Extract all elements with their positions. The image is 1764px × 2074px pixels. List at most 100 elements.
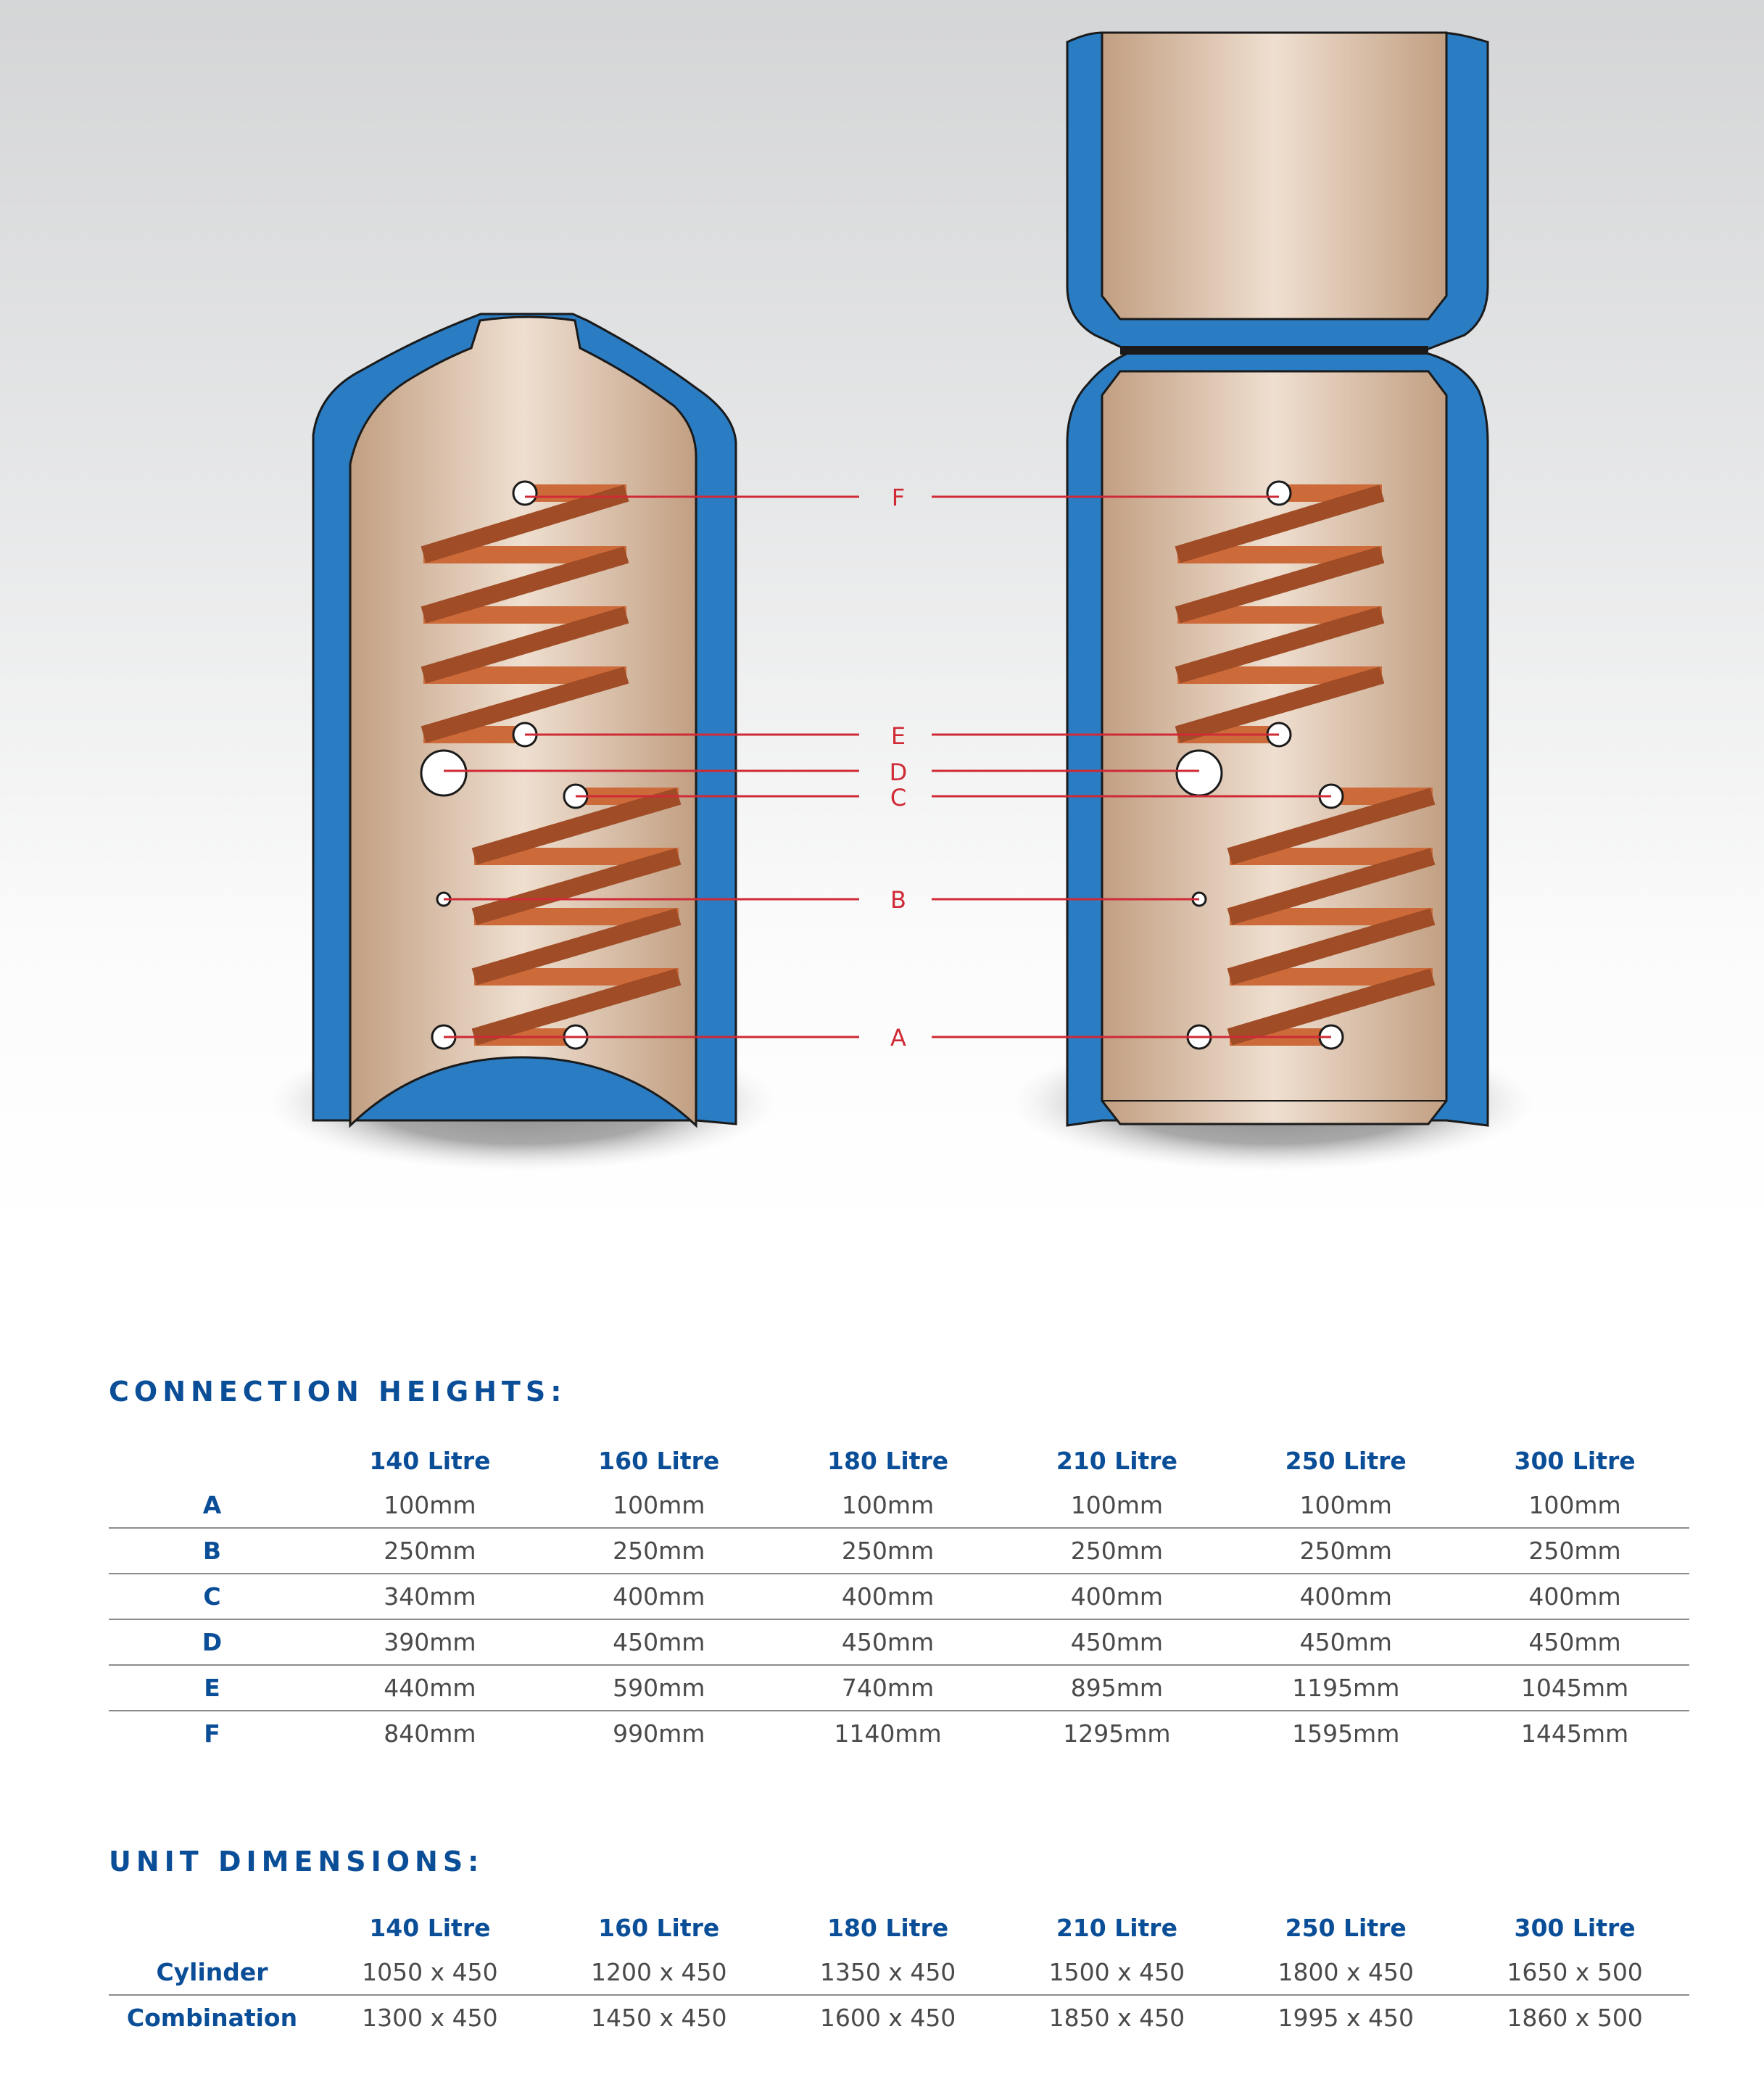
table-row: C 340mm 400mm 400mm 400mm 400mm 400mm: [109, 1573, 1689, 1619]
table-cell: 1445mm: [1460, 1710, 1689, 1756]
row-label: C: [109, 1573, 315, 1619]
table-cell: 1450 x 450: [544, 1994, 774, 2040]
table-cell: 1595mm: [1231, 1710, 1461, 1756]
table-cell: 1600 x 450: [773, 1994, 1003, 2040]
table-cell: 400mm: [544, 1573, 774, 1619]
table-cell: 840mm: [315, 1710, 544, 1756]
connection-heights-title: CONNECTION HEIGHTS:: [109, 1376, 567, 1408]
table-header-row: 140 Litre 160 Litre 180 Litre 210 Litre …: [109, 1439, 1689, 1483]
corner-cell: [109, 1906, 315, 1950]
combination-upper-tank: [1101, 31, 1448, 321]
connection-heights-table: 140 Litre 160 Litre 180 Litre 210 Litre …: [109, 1439, 1689, 1756]
leader-lines: [444, 495, 1331, 1038]
table-cell: 590mm: [544, 1664, 774, 1711]
table-cell: 1195mm: [1231, 1664, 1461, 1711]
corner-cell: [109, 1439, 315, 1483]
unit-dimensions-section: UNIT DIMENSIONS: 140 Litre 160 Litre 180…: [109, 1846, 1689, 2040]
column-header: 300 Litre: [1514, 1914, 1636, 1942]
table-cell: 400mm: [1460, 1573, 1689, 1619]
row-label: A: [202, 1491, 222, 1519]
combination-unit: [1011, 31, 1533, 1171]
table-cell: 100mm: [613, 1491, 705, 1519]
table-cell: 250mm: [1231, 1527, 1461, 1574]
table-row: B 250mm 250mm 250mm 250mm 250mm 250mm: [109, 1527, 1689, 1574]
cylinder-unit: [268, 313, 776, 1171]
table-cell: 100mm: [1299, 1491, 1392, 1519]
table-row: E 440mm 590mm 740mm 895mm 1195mm 1045mm: [109, 1664, 1689, 1711]
column-header: 180 Litre: [827, 1914, 949, 1942]
row-label: B: [109, 1527, 315, 1574]
table-cell: 440mm: [315, 1664, 544, 1711]
unit-dimensions-table: 140 Litre 160 Litre 180 Litre 210 Litre …: [109, 1906, 1689, 2040]
connection-label-f: F: [892, 484, 905, 511]
connection-label-b: B: [890, 886, 906, 914]
table-cell: 340mm: [315, 1573, 544, 1619]
cylinder-connection-d: [420, 749, 468, 797]
column-header: 210 Litre: [1056, 1914, 1177, 1942]
table-cell: 1200 x 450: [591, 1958, 727, 1986]
table-cell: 895mm: [1002, 1664, 1232, 1711]
table-row: Combination 1300 x 450 1450 x 450 1600 x…: [109, 1994, 1689, 2040]
combination-upper-coil: [1175, 484, 1385, 743]
table-cell: 1995 x 450: [1231, 1994, 1461, 2040]
row-label: E: [109, 1664, 315, 1711]
table-cell: 1050 x 450: [362, 1958, 498, 1986]
table-cell: 100mm: [841, 1491, 935, 1519]
table-row: A 100mm 100mm 100mm 100mm 100mm 100mm: [109, 1483, 1689, 1528]
table-cell: 100mm: [384, 1491, 476, 1519]
table-cell: 1850 x 450: [1002, 1994, 1232, 2040]
table-row: F 840mm 990mm 1140mm 1295mm 1595mm 1445m…: [109, 1710, 1689, 1756]
table-cell: 1350 x 450: [819, 1958, 956, 1986]
table-cell: 250mm: [544, 1527, 774, 1574]
combination-divider-band: [1120, 346, 1428, 355]
table-cell: 1650 x 500: [1507, 1958, 1643, 1986]
table-row: Cylinder 1050 x 450 1200 x 450 1350 x 45…: [109, 1950, 1689, 1995]
column-header: 140 Litre: [369, 1914, 491, 1942]
table-cell: 400mm: [1231, 1573, 1461, 1619]
table-cell: 740mm: [773, 1664, 1003, 1711]
cylinder-diagram: F E D C B A: [268, 31, 1533, 1171]
combination-connection-f: [1266, 480, 1292, 506]
cylinder-upper-coil: [421, 484, 629, 743]
row-label: Cylinder: [156, 1958, 268, 1986]
table-cell: 450mm: [773, 1619, 1003, 1665]
cylinder-connection-f: [512, 480, 538, 506]
row-label: Combination: [109, 1994, 315, 2040]
column-header: 210 Litre: [1056, 1447, 1177, 1475]
column-header: 180 Litre: [827, 1447, 949, 1475]
table-cell: 450mm: [1460, 1619, 1689, 1665]
table-cell: 250mm: [315, 1527, 544, 1574]
connection-heights-section: CONNECTION HEIGHTS: 140 Litre 160 Litre …: [109, 1376, 1689, 1756]
column-header: 160 Litre: [598, 1914, 720, 1942]
table-cell: 1860 x 500: [1460, 1994, 1689, 2040]
table-cell: 390mm: [315, 1619, 544, 1665]
table-cell: 400mm: [1002, 1573, 1232, 1619]
table-cell: 250mm: [1002, 1527, 1232, 1574]
connection-label-d: D: [890, 759, 908, 786]
table-cell: 450mm: [1231, 1619, 1461, 1665]
table-cell: 250mm: [1460, 1527, 1689, 1574]
table-header-row: 140 Litre 160 Litre 180 Litre 210 Litre …: [109, 1906, 1689, 1950]
table-cell: 450mm: [544, 1619, 774, 1665]
table-cell: 400mm: [773, 1573, 1003, 1619]
unit-dimensions-title: UNIT DIMENSIONS:: [109, 1846, 484, 1877]
table-cell: 1300 x 450: [315, 1994, 544, 2040]
column-header: 160 Litre: [598, 1447, 720, 1475]
table-cell: 990mm: [544, 1710, 774, 1756]
column-header: 300 Litre: [1514, 1447, 1636, 1475]
table-cell: 250mm: [773, 1527, 1003, 1574]
table-cell: 1140mm: [773, 1710, 1003, 1756]
row-label: D: [109, 1619, 315, 1665]
column-header: 140 Litre: [369, 1447, 491, 1475]
table-cell: 100mm: [1070, 1491, 1164, 1519]
connection-label-c: C: [890, 784, 906, 811]
table-cell: 1045mm: [1460, 1664, 1689, 1711]
table-cell: 100mm: [1528, 1491, 1621, 1519]
table-cell: 1800 x 450: [1278, 1958, 1414, 1986]
cylinder-tank: [349, 315, 697, 1128]
table-cell: 1500 x 450: [1048, 1958, 1185, 1986]
combination-connection-d: [1175, 749, 1223, 797]
connection-label-e: E: [891, 722, 906, 750]
table-cell: 1295mm: [1002, 1710, 1232, 1756]
table-cell: 450mm: [1002, 1619, 1232, 1665]
